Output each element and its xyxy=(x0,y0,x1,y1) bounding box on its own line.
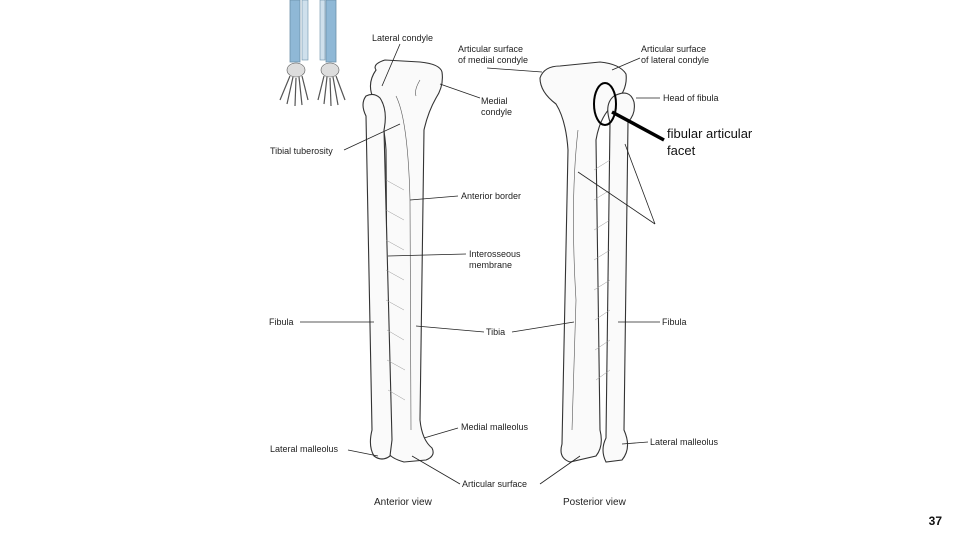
annotation-fibular-articular-facet: fibular articular facet xyxy=(667,126,753,158)
label-tibia: Tibia xyxy=(486,327,506,337)
fibular-facet-annotation xyxy=(593,82,665,142)
label-medial-malleolus: Medial malleolus xyxy=(461,422,529,432)
label-articular-surface-medial-condyle: Articular surface of medial condyle xyxy=(458,44,529,65)
skeleton-legs-thumbnail xyxy=(279,0,346,107)
label-fibula-left: Fibula xyxy=(269,317,294,327)
posterior-tibia xyxy=(539,61,627,463)
label-medial-condyle: Medial condyle xyxy=(481,96,513,117)
label-anterior-border: Anterior border xyxy=(461,191,522,201)
label-head-of-fibula: Head of fibula xyxy=(663,93,719,103)
label-articular-surface: Articular surface xyxy=(462,479,528,489)
label-lateral-malleolus-left: Lateral malleolus xyxy=(270,444,339,454)
label-anterior-view: Anterior view xyxy=(374,497,432,508)
label-articular-surface-lateral-condyle: Articular surface of lateral condyle xyxy=(641,44,710,65)
label-lateral-malleolus-right: Lateral malleolus xyxy=(650,437,719,447)
label-fibula-right: Fibula xyxy=(662,317,687,327)
label-interosseous-membrane: Interosseous membrane xyxy=(469,249,521,270)
label-lateral-condyle: Lateral condyle xyxy=(372,33,434,43)
label-tibial-tuberosity: Tibial tuberosity xyxy=(270,146,333,156)
page-number: 37 xyxy=(928,514,942,528)
label-posterior-view: Posterior view xyxy=(563,497,626,508)
leader-lines xyxy=(300,43,660,485)
posterior-fibula xyxy=(593,92,635,463)
anterior-fibula xyxy=(362,93,406,460)
